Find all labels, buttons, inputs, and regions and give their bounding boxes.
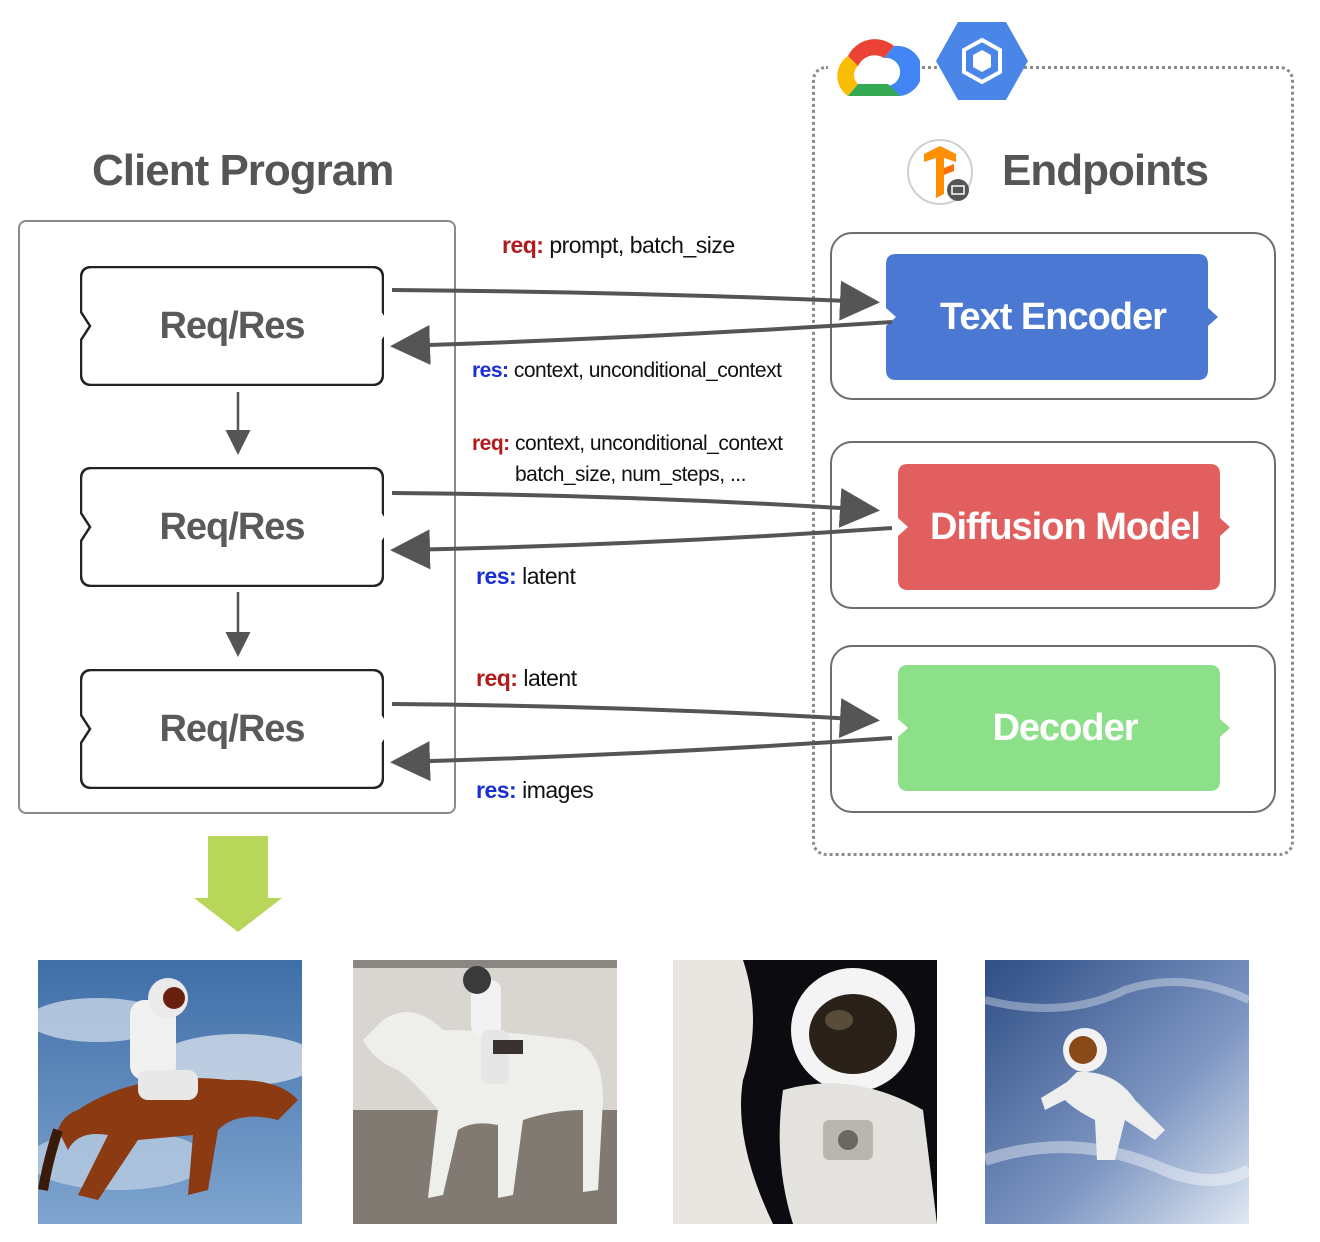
msg-res-2: res: latent (476, 563, 576, 589)
arrow-req-2 (391, 487, 880, 528)
text-encoder-block: Text Encoder (886, 254, 1220, 380)
output-image-astronaut-closeup (673, 960, 937, 1224)
arrow-req-1 (391, 280, 880, 321)
req-res-step-3: Req/Res (80, 669, 384, 789)
output-image-astronaut-horse-bw (353, 960, 617, 1224)
text-encoder-label: Text Encoder (940, 295, 1167, 338)
arrow-res-2 (390, 526, 893, 570)
req-res-step-2: Req/Res (80, 467, 384, 587)
msg-res-3: res: images (476, 777, 594, 803)
endpoints-title: Endpoints (1002, 146, 1209, 195)
msg-req-3: req: latent (476, 665, 577, 691)
text-encoder-endpoint (830, 232, 1276, 400)
endpoints-panel (812, 66, 1294, 856)
decoder-endpoint (830, 645, 1276, 813)
client-program-panel (18, 220, 456, 814)
arrow-res-3 (390, 736, 893, 782)
decoder-label: Decoder (992, 706, 1138, 749)
msg-req-2: req: context, unconditional_context (472, 432, 783, 455)
output-image-astronaut-horse-sky (38, 960, 302, 1224)
req-res-label: Req/Res (159, 707, 305, 750)
req-res-step-1: Req/Res (80, 266, 384, 386)
diffusion-model-block: Diffusion Model (898, 464, 1232, 590)
msg-req-1: req: prompt, batch_size (502, 232, 735, 258)
google-cloud-icon (828, 26, 923, 102)
vertex-ai-icon (936, 20, 1028, 102)
diffusion-model-label: Diffusion Model (930, 505, 1201, 548)
client-program-title: Client Program (92, 146, 394, 195)
msg-req-2-line2: batch_size, num_steps, ... (515, 463, 746, 486)
output-image-astronaut-space (985, 960, 1249, 1224)
output-arrow-icon (194, 836, 282, 932)
arrow-res-1 (390, 320, 893, 365)
diffusion-model-endpoint (830, 441, 1276, 609)
msg-res-1: res: context, unconditional_context (472, 359, 782, 382)
req-res-label: Req/Res (159, 505, 305, 548)
tensorflow-serving-icon (904, 138, 980, 210)
req-res-label: Req/Res (159, 304, 305, 347)
arrow-req-3 (391, 698, 880, 739)
decoder-block: Decoder (898, 665, 1232, 791)
